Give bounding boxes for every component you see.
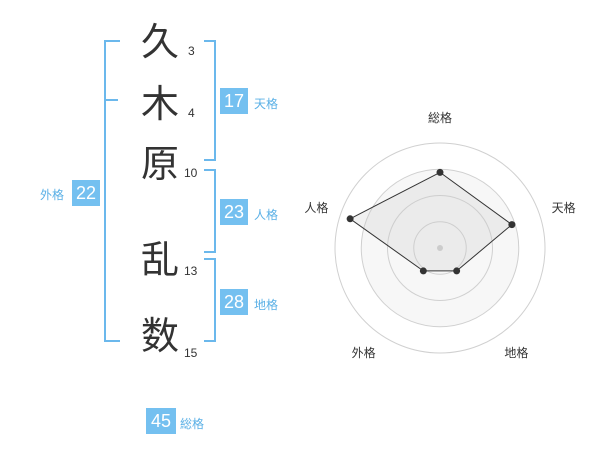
- radar-axis-label-1: 総格: [428, 110, 452, 125]
- soukaku-value: 45: [146, 408, 176, 434]
- radar-axis-label-2: 天格: [552, 200, 576, 215]
- radar-point-2: [508, 221, 516, 229]
- gaikaku-value: 22: [72, 180, 100, 206]
- stroke-count-4: 13: [184, 264, 198, 278]
- tenkaku-value: 17: [220, 88, 248, 114]
- radar-ring-4: [334, 142, 546, 354]
- radar-axis-label-5: 人格: [304, 200, 328, 215]
- radar-point-4: [419, 267, 427, 275]
- gaikaku-label: 外格: [40, 188, 65, 202]
- tenkaku-label: 天格: [254, 97, 279, 111]
- chikaku-label: 地格: [254, 298, 279, 312]
- jinkaku-label: 人格: [254, 208, 279, 222]
- jinkaku-value: 23: [220, 199, 248, 225]
- gaikaku-bracket-tick: [104, 99, 118, 101]
- name-char-2: 木: [140, 82, 179, 126]
- stroke-count-2: 4: [188, 106, 195, 120]
- name-char-1: 久: [140, 20, 179, 64]
- radar-axis-label-3: 地格: [504, 345, 528, 360]
- soukaku-label: 総格: [180, 417, 205, 431]
- radar-center-dot: [437, 245, 443, 251]
- tenkaku-bracket: [204, 40, 216, 161]
- radar-axis-label-4: 外格: [352, 345, 376, 360]
- gaikaku-bracket: [104, 40, 120, 342]
- radar-points: [346, 168, 516, 275]
- radar-polygon: [349, 171, 513, 272]
- radar-point-5: [346, 215, 354, 223]
- radar-point-1: [436, 168, 444, 176]
- chikaku-value: 28: [220, 289, 248, 315]
- radar-point-3: [453, 267, 461, 275]
- radar-ring-2: [387, 195, 493, 301]
- stroke-count-1: 3: [188, 44, 195, 58]
- jinkaku-bracket: [204, 169, 216, 253]
- stroke-count-3: 10: [184, 166, 198, 180]
- name-char-4: 乱: [140, 238, 179, 282]
- chikaku-bracket: [204, 258, 216, 342]
- name-char-3: 原: [140, 142, 179, 186]
- stroke-count-5: 15: [184, 346, 198, 360]
- name-char-5: 数: [140, 314, 179, 358]
- radar-ring-1: [413, 221, 467, 275]
